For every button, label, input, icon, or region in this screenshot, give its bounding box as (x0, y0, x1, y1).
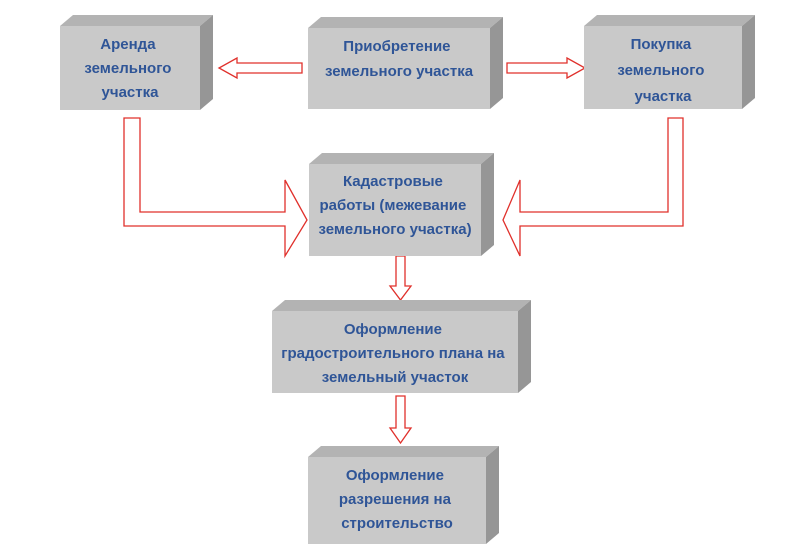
box-purchase: Покупка земельного участка (584, 15, 755, 109)
box-permit-line-2: разрешения на (339, 491, 452, 508)
arrow-cadastral-to-urban-plan (388, 255, 413, 302)
box-permit-line-3: строительство (341, 515, 453, 532)
box-permit-line-1: Оформление (346, 467, 444, 484)
box-purchase-line-2: земельного (617, 62, 704, 79)
box-urban-plan-label: Оформление градостроительного плана на з… (281, 321, 509, 386)
box-cadastral-line-2: работы (межевание (319, 197, 466, 214)
box-acquisition-label: Приобретение земельного участка (325, 38, 474, 80)
arrow-lease-to-cadastral (123, 117, 308, 259)
box-cadastral-label: Кадастровые работы (межевание земельного… (318, 173, 471, 238)
box-cadastral-line-1: Кадастровые (343, 173, 443, 190)
box-lease-line-3: участка (102, 84, 160, 101)
arrow-acquisition-to-lease (217, 56, 303, 80)
box-cadastral: Кадастровые работы (межевание земельного… (309, 153, 494, 256)
box-acquisition-line-2: земельного участка (325, 63, 474, 80)
box-cadastral-line-3: земельного участка) (318, 221, 471, 238)
box-lease-line-2: земельного (84, 60, 171, 77)
box-urban-plan-line-3: земельный участок (322, 369, 469, 386)
box-permit: Оформление разрешения на строительство (308, 446, 499, 544)
box-lease-line-1: Аренда (100, 36, 156, 53)
box-purchase-line-3: участка (635, 88, 693, 105)
box-lease-label: Аренда земельного участка (84, 36, 175, 101)
box-acquisition: Приобретение земельного участка (308, 17, 503, 109)
arrow-purchase-to-cadastral (502, 117, 684, 257)
box-urban-plan-line-1: Оформление (344, 321, 442, 338)
box-purchase-line-1: Покупка (631, 36, 692, 53)
box-purchase-label: Покупка земельного участка (617, 36, 708, 105)
box-permit-label: Оформление разрешения на строительство (339, 467, 455, 532)
arrow-urban-plan-to-permit (388, 395, 413, 445)
box-urban-plan: Оформление градостроительного плана на з… (272, 300, 531, 393)
box-lease: Аренда земельного участка (60, 15, 213, 110)
arrow-acquisition-to-purchase (506, 56, 587, 80)
box-urban-plan-line-2: градостроительного плана на (281, 345, 505, 362)
box-acquisition-line-1: Приобретение (343, 38, 450, 55)
